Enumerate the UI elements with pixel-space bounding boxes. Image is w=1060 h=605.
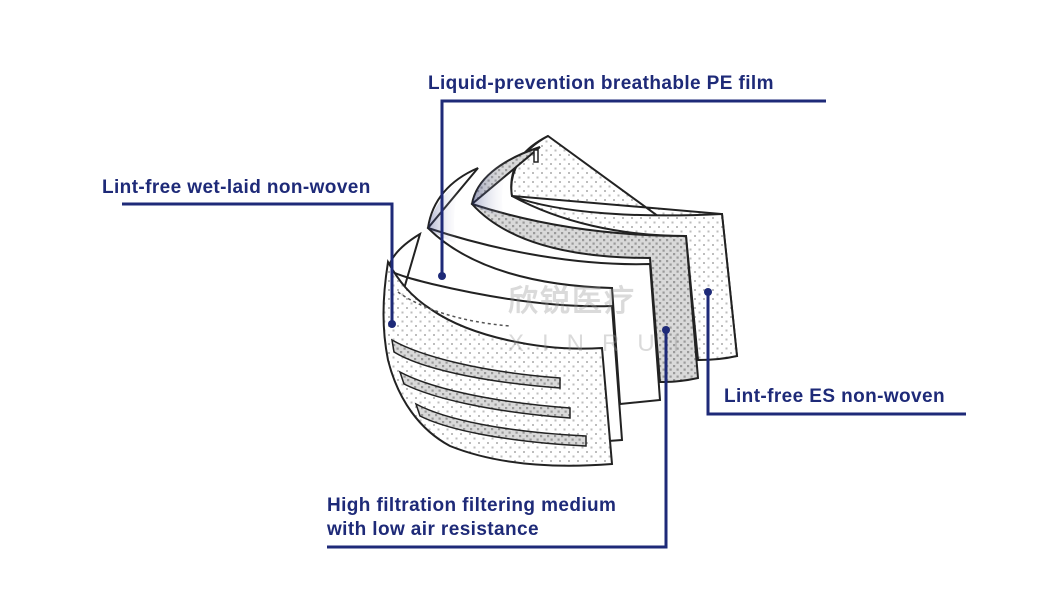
- pleat-band-3: [414, 402, 587, 447]
- leader-lines: [122, 99, 966, 549]
- label-pe-film: Liquid-prevention breathable PE film: [428, 73, 774, 94]
- leader-dots: [388, 272, 712, 334]
- pleat-band-2: [398, 370, 571, 419]
- layer-pe-film-inner-shade: [428, 178, 462, 244]
- leader-dot-filter: [662, 326, 670, 334]
- leader-filter-medium: [327, 330, 668, 549]
- leader-es-nonwoven: [706, 292, 966, 416]
- label-filter-line1: High filtration filtering medium: [327, 495, 617, 516]
- leader-dot-es: [704, 288, 712, 296]
- leader-wet-laid: [122, 202, 394, 324]
- layer-filter-inner-shade: [472, 158, 510, 218]
- pleat-band-1: [391, 338, 561, 389]
- label-es-nonwoven: Lint-free ES non-woven: [724, 386, 945, 407]
- label-filter-medium: High filtration filtering medium with lo…: [327, 494, 616, 542]
- leader-dot-wet: [388, 320, 396, 328]
- leader-dot-pe: [438, 272, 446, 280]
- label-wet-laid: Lint-free wet-laid non-woven: [102, 177, 371, 198]
- nose-wire-mark: [533, 149, 539, 163]
- stitch-line: [397, 291, 511, 327]
- leader-pe-film: [440, 99, 826, 276]
- label-filter-line2: with low air resistance: [327, 519, 539, 540]
